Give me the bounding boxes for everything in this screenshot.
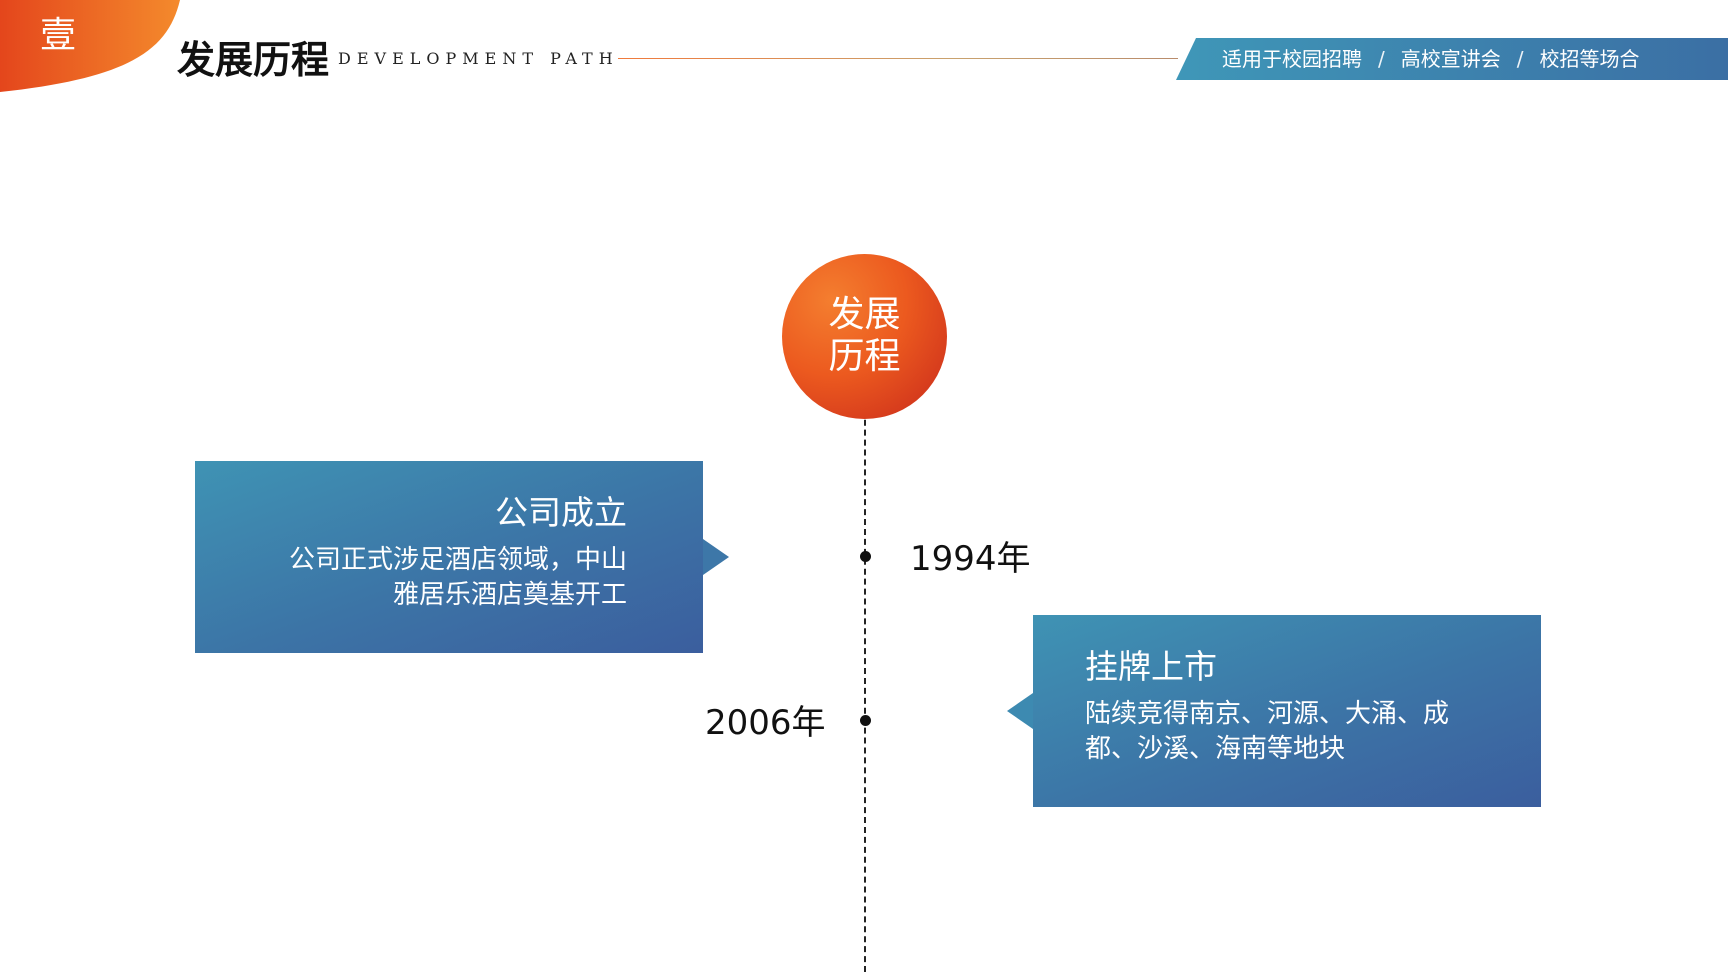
section-number-badge: 壹 <box>0 0 185 92</box>
header-divider <box>618 58 1178 59</box>
description-line: 公司正式涉足酒店领域，中山 <box>288 545 627 575</box>
milestone-title: 挂牌上市 <box>1085 647 1217 686</box>
description-line: 都、沙溪、海南等地块 <box>1085 734 1346 764</box>
timeline-year: 2006年 <box>705 703 826 743</box>
banner-item: 高校宣讲会 <box>1400 47 1501 71</box>
timeline-dot <box>860 551 871 562</box>
card-pointer <box>1007 693 1033 729</box>
milestone-title: 公司成立 <box>495 493 627 532</box>
section-number: 壹 <box>40 15 77 56</box>
timeline-dot <box>860 715 871 726</box>
timeline-hub: 发展 历程 <box>782 254 947 419</box>
page-title: 发展历程 <box>177 38 330 82</box>
milestone-card: 挂牌上市 陆续竞得南京、河源、大涌、成 都、沙溪、海南等地块 <box>1007 615 1541 807</box>
timeline-line <box>864 380 866 972</box>
banner-item: 校招等场合 <box>1539 47 1640 71</box>
page-subtitle: DEVELOPMENT PATH <box>338 49 619 68</box>
banner-text: 适用于校园招聘 / 高校宣讲会 / 校招等场合 <box>1222 38 1640 80</box>
banner-item: 适用于校园招聘 <box>1222 47 1362 71</box>
milestone-description: 公司正式涉足酒店领域，中山 雅居乐酒店奠基开工 <box>207 543 627 613</box>
usage-banner: 适用于校园招聘 / 高校宣讲会 / 校招等场合 <box>1176 38 1728 80</box>
description-line: 陆续竞得南京、河源、大涌、成 <box>1085 699 1450 729</box>
description-line: 雅居乐酒店奠基开工 <box>392 580 627 610</box>
banner-separator: / <box>1378 47 1385 71</box>
badge-shape <box>0 0 180 92</box>
timeline-year: 1994年 <box>910 539 1031 579</box>
hub-label-line2: 历程 <box>828 336 901 377</box>
banner-shape <box>1176 38 1728 80</box>
milestone-card: 公司成立 公司正式涉足酒店领域，中山 雅居乐酒店奠基开工 <box>195 461 729 653</box>
milestone-description: 陆续竞得南京、河源、大涌、成 都、沙溪、海南等地块 <box>1085 697 1505 767</box>
card-pointer <box>703 539 729 575</box>
banner-separator: / <box>1516 47 1524 71</box>
hub-label-line1: 发展 <box>828 294 901 335</box>
